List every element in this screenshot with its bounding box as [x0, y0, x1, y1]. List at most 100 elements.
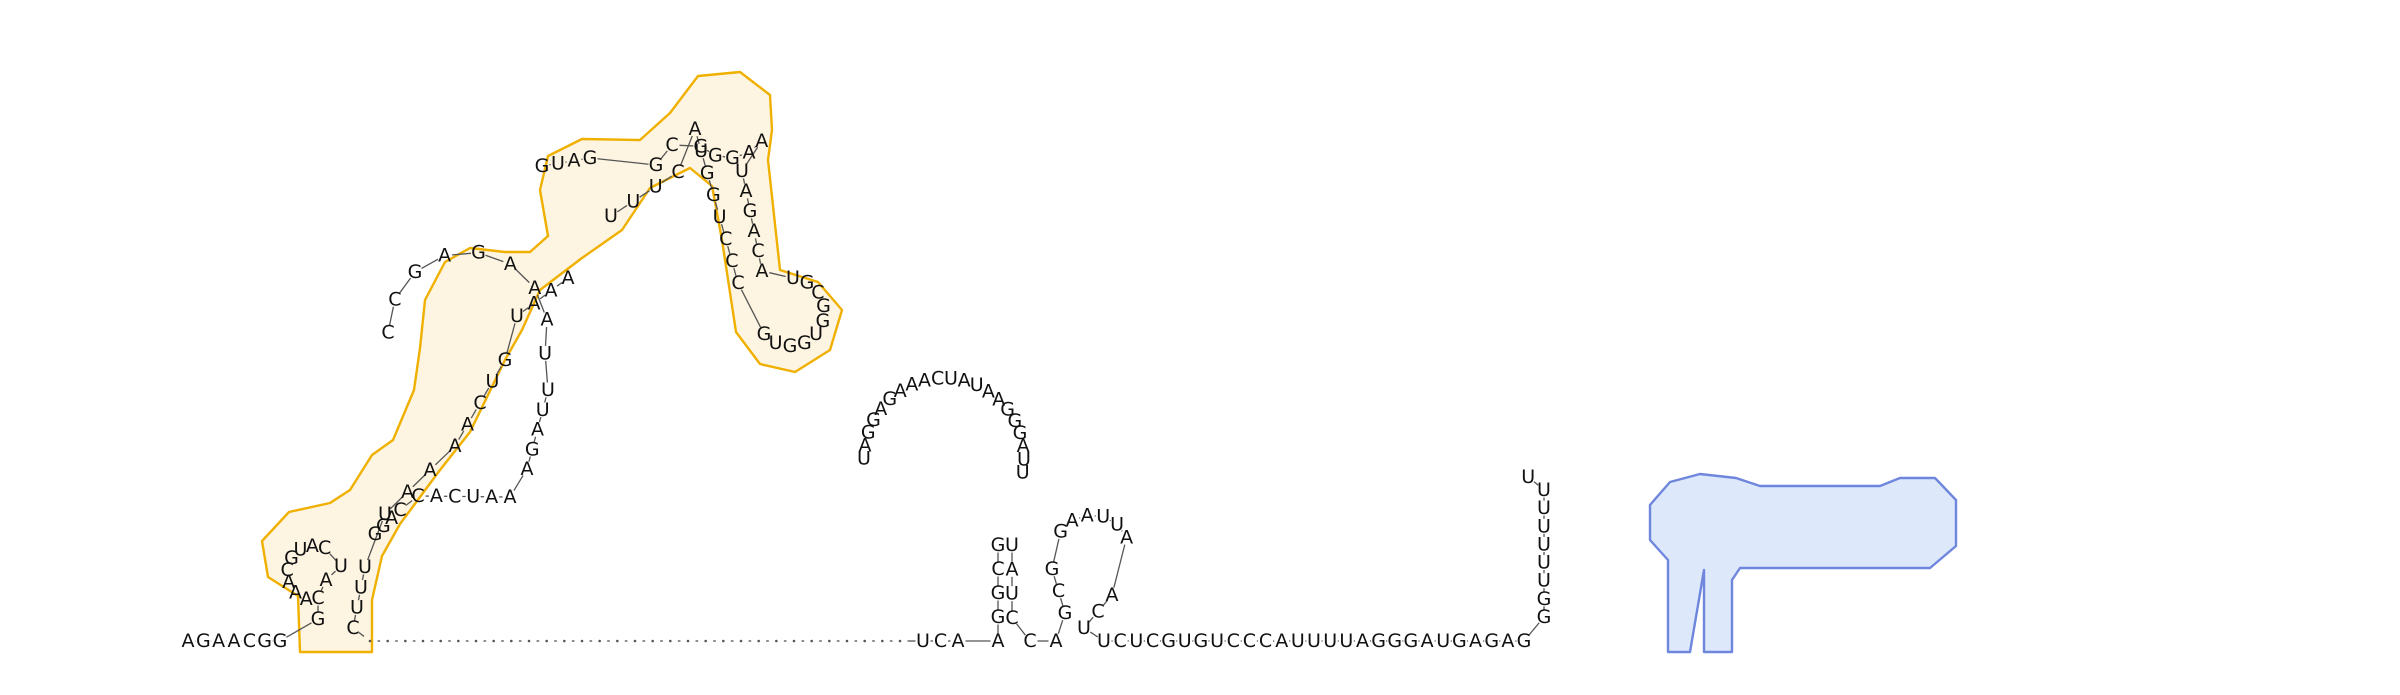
nucleotide-dot [404, 639, 407, 643]
nucleotide: G [1058, 602, 1073, 624]
nucleotide: U [809, 323, 823, 345]
nucleotide-dot [580, 639, 584, 643]
nucleotide: U [536, 399, 550, 421]
nucleotide-dot [669, 639, 672, 643]
backbone-link [458, 430, 465, 440]
backbone-link [1053, 538, 1060, 562]
nucleotide-dot [474, 639, 478, 643]
backbone-link [708, 180, 713, 188]
backbone-link [398, 277, 412, 294]
nucleotide-dot [439, 639, 442, 643]
backbone-link [740, 289, 762, 328]
backbone-link [1060, 598, 1064, 606]
nucleotide: C [931, 367, 944, 389]
nucleotide: A [1017, 435, 1030, 457]
nucleotide: G [1000, 399, 1015, 421]
nucleotide: G [1452, 630, 1467, 652]
backbone-link [680, 135, 693, 166]
nucleotide-dot [881, 639, 884, 643]
nucleotide: A [306, 535, 319, 557]
nucleotide: A [541, 308, 554, 330]
nucleotide: A [461, 414, 474, 436]
nucleotide-dot [651, 639, 654, 643]
backbone-link [358, 632, 365, 637]
backbone-link [661, 175, 673, 184]
nucleotide: C [1091, 601, 1104, 623]
nucleotide-dot [492, 639, 495, 643]
nucleotide: U [1537, 533, 1551, 555]
nucleotide: G [783, 335, 798, 357]
nucleotide: C [934, 630, 947, 652]
nucleotide: A [1275, 630, 1288, 652]
nucleotide: A [1006, 558, 1019, 580]
nucleotide: U [649, 176, 663, 198]
nucleotide: G [583, 147, 598, 169]
nucleotide: G [861, 421, 876, 443]
nucleotide: A [756, 260, 769, 282]
nucleotide: U [1110, 514, 1124, 536]
nucleotide: G [1161, 630, 1176, 652]
nucleotide: U [358, 556, 372, 578]
nucleotide: A [430, 485, 443, 507]
nucleotide: G [1387, 630, 1402, 652]
nucleotide: G [1484, 630, 1499, 652]
nucleotide-dot [563, 639, 566, 643]
nucleotide: A [1469, 630, 1482, 652]
nucleotide: U [1096, 506, 1110, 528]
backbone-link [353, 614, 357, 621]
nucleotide: U [1005, 534, 1019, 556]
nucleotide: G [1537, 588, 1552, 610]
nucleotide-dot [386, 639, 389, 643]
nucleotide: C [1114, 630, 1127, 652]
nucleotide: C [1146, 630, 1159, 652]
nucleotide: A [859, 434, 872, 456]
nucleotide: U [1178, 630, 1192, 652]
backbone-link [1113, 544, 1126, 588]
nucleotide: G [693, 135, 708, 157]
nucleotide: A [528, 292, 541, 314]
backbone-link [367, 520, 383, 561]
nucleotide: U [1210, 630, 1224, 652]
nucleotide: C [991, 558, 1004, 580]
nucleotide: A [228, 630, 241, 652]
nucleotide: G [376, 515, 391, 537]
backbone-link [495, 366, 502, 376]
backbone-link [746, 198, 750, 204]
backbone-link [538, 416, 542, 423]
nucleotide: C [1259, 630, 1272, 652]
backbone-link [750, 218, 754, 224]
nucleotide-dot [368, 639, 372, 643]
backbone-link [1528, 622, 1540, 636]
nucleotide: U [378, 503, 392, 525]
nucleotide: A [905, 374, 918, 396]
nucleotide: U [1017, 448, 1031, 470]
nucleotide: G [800, 272, 815, 294]
nucleotide: C [311, 587, 324, 609]
nucleotide: C [1227, 630, 1240, 652]
backbone-link [452, 252, 472, 256]
nucleotide: A [1066, 510, 1079, 532]
nucleotide: U [551, 152, 565, 174]
backbone-link [405, 500, 413, 506]
nucleotide: U [769, 332, 783, 354]
nucleotide: A [1106, 584, 1119, 606]
nucleotide: A [958, 370, 971, 392]
nucleotide: A [992, 389, 1005, 411]
nucleotide: G [525, 438, 540, 460]
nucleotide: G [757, 323, 772, 345]
backbone-link [286, 622, 312, 638]
nucleotide: U [350, 597, 364, 619]
backbone-link [733, 268, 737, 276]
nucleotide: A [449, 435, 462, 457]
backbone-link [483, 387, 490, 397]
nucleotide: A [918, 369, 931, 391]
nucleotide: U [510, 305, 524, 327]
nucleotide: C [346, 617, 359, 639]
nucleotide: U [1537, 497, 1551, 519]
nucleotide: G [1517, 630, 1532, 652]
nucleotide: G [991, 606, 1006, 628]
nucleotide: G [284, 547, 299, 569]
nucleotide: A [1050, 630, 1063, 652]
nucleotide: G [866, 409, 881, 431]
